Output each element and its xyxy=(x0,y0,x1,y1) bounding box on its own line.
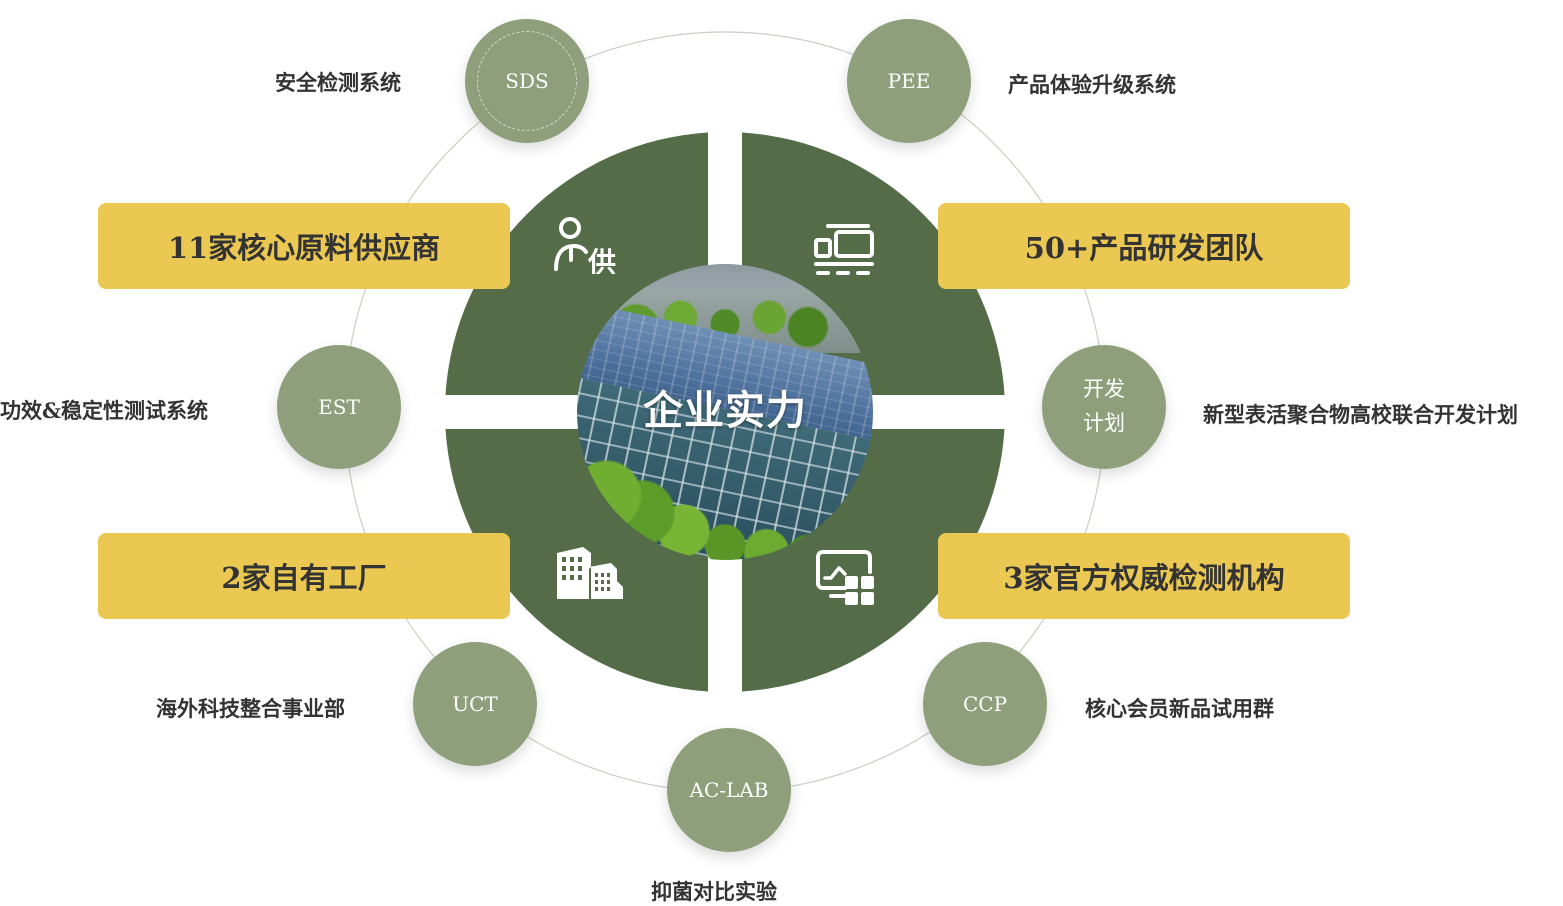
satellite-dev-plan-line2: 计划 xyxy=(1083,411,1125,435)
satellite-sds: SDS xyxy=(465,19,589,143)
caption-pee: 产品体验升级系统 xyxy=(1008,72,1176,97)
satellite-dev-plan-line1: 开发 xyxy=(1083,377,1125,402)
satellite-ccp-label: CCP xyxy=(962,692,1008,716)
satellite-ac-lab: AC-LAB xyxy=(667,728,791,852)
stat-rd-team: 50+产品研发团队 xyxy=(938,203,1350,289)
caption-est: 功效&稳定性测试系统 xyxy=(0,398,208,423)
dashed-ring xyxy=(477,31,577,131)
center-title: 企业实力 xyxy=(643,387,807,434)
caption-dev-plan: 新型表活聚合物高校联合开发计划 xyxy=(1203,402,1518,427)
satellite-dev-plan: 开发 计划 xyxy=(1042,345,1166,469)
devices-icon xyxy=(812,222,878,278)
satellite-est-label: EST xyxy=(318,395,360,419)
satellite-dev-plan-label: 开发 计划 xyxy=(1083,373,1125,440)
satellite-sds-label: SDS xyxy=(505,69,549,93)
satellite-pee: PEE xyxy=(847,19,971,143)
stat-testing-institutions: 3家官方权威检测机构 xyxy=(938,533,1350,619)
caption-ac-lab: 抑菌对比实验 xyxy=(651,879,777,904)
center-building-photo xyxy=(577,264,873,560)
buildings-icon xyxy=(555,545,625,601)
satellite-uct: UCT xyxy=(413,642,537,766)
photo-trees-bottom xyxy=(577,447,873,560)
caption-ccp: 核心会员新品试用群 xyxy=(1085,696,1274,721)
stat-core-suppliers-text: 11家核心原料供应商 xyxy=(167,231,441,265)
satellite-ccp: CCP xyxy=(923,642,1047,766)
stat-rd-team-text: 50+产品研发团队 xyxy=(1024,231,1264,265)
stat-core-suppliers: 11家核心原料供应商 xyxy=(98,203,510,289)
stat-testing-institutions-text: 3家官方权威检测机构 xyxy=(1003,561,1285,595)
satellite-est: EST xyxy=(277,345,401,469)
supplier-person-icon: 供 xyxy=(550,214,620,274)
satellite-uct-label: UCT xyxy=(452,692,498,716)
supplier-icon-text: 供 xyxy=(587,246,616,274)
satellite-pee-label: PEE xyxy=(887,69,931,93)
stat-own-factories: 2家自有工厂 xyxy=(98,533,510,619)
stat-own-factories-text: 2家自有工厂 xyxy=(221,561,387,595)
caption-uct: 海外科技整合事业部 xyxy=(156,696,345,721)
caption-sds: 安全检测系统 xyxy=(275,70,401,95)
monitor-dashboard-icon xyxy=(815,550,877,606)
satellite-ac-lab-label: AC-LAB xyxy=(689,778,769,802)
